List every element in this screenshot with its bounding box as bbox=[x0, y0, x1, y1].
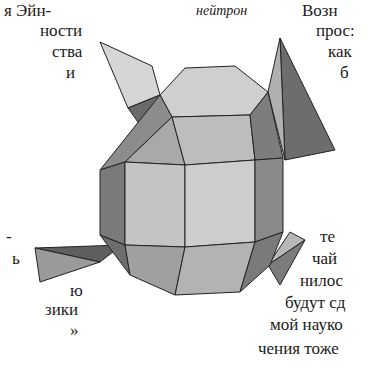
text-fragment: я Эйн- bbox=[4, 2, 51, 21]
text-fragment: прос: bbox=[316, 22, 355, 41]
text-fragment: как bbox=[328, 43, 352, 62]
text-fragment: нилос bbox=[300, 272, 343, 291]
text-fragment: ства bbox=[52, 43, 82, 62]
text-fragment: те bbox=[320, 228, 335, 247]
text-fragment: чения тоже bbox=[258, 340, 339, 359]
text-fragment: зики bbox=[45, 301, 78, 320]
text-fragment: - bbox=[6, 228, 12, 247]
text-fragment: ю bbox=[70, 282, 83, 301]
text-fragment: и bbox=[66, 64, 75, 83]
text-fragment: Возн bbox=[302, 2, 338, 21]
text-fragment: ь bbox=[12, 250, 20, 269]
text-fragment: мой науко bbox=[270, 316, 343, 335]
text-fragment: нейтрон bbox=[196, 3, 247, 18]
text-fragment: б bbox=[340, 64, 349, 83]
text-fragment: будут сд bbox=[285, 294, 345, 313]
text-fragment: » bbox=[70, 322, 79, 341]
text-fragment: чай bbox=[312, 250, 337, 269]
text-fragment: ности bbox=[40, 22, 82, 41]
